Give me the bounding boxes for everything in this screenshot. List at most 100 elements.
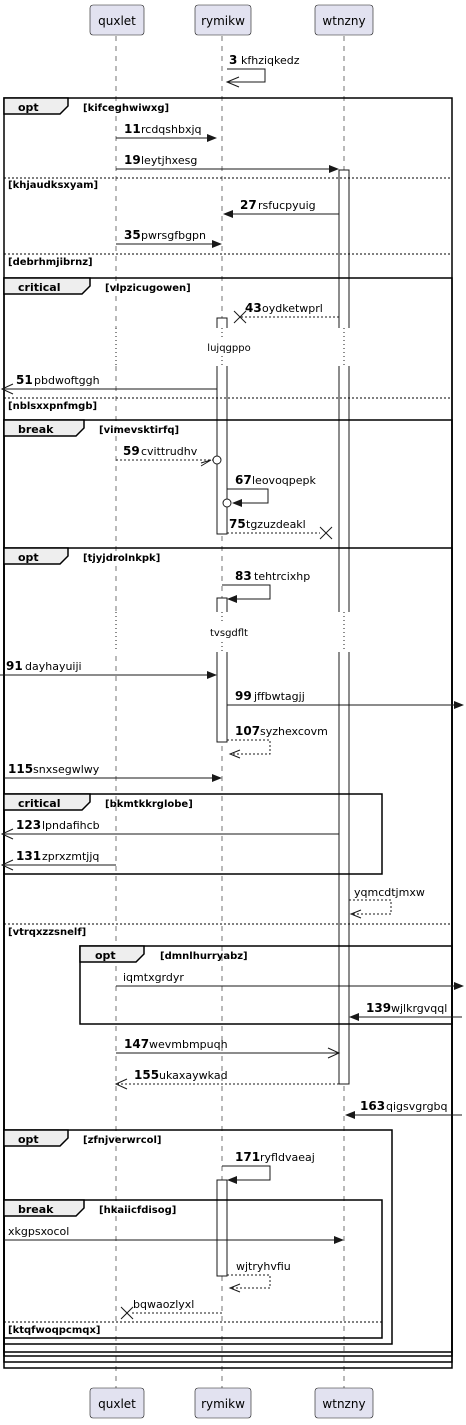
message-bqwaozlyxl[interactable]: bqwaozlyxl bbox=[120, 1298, 222, 1320]
message-label: rsfucpyuig bbox=[258, 199, 316, 212]
else-guard: [vtrqxzzsnelf] bbox=[8, 927, 86, 938]
message-label: wevmbmpuqh bbox=[149, 1038, 228, 1051]
message-131[interactable]: 131 zprxzmtjjq bbox=[0, 849, 116, 871]
message-number: 139 bbox=[366, 1001, 391, 1015]
message-label: syzhexcovm bbox=[260, 725, 328, 738]
fragment-kind: critical bbox=[18, 281, 60, 294]
message-19[interactable]: 19 leytjhxesg bbox=[116, 153, 339, 173]
participant-label: wtnzny bbox=[322, 1397, 365, 1411]
message-83[interactable]: 83 tehtrcixhp bbox=[222, 569, 310, 603]
message-label: ryfldvaeaj bbox=[260, 1151, 315, 1164]
message-label: kfhziqkedz bbox=[241, 54, 300, 67]
fragment-guard: [hkaiicfdisog] bbox=[99, 1205, 176, 1216]
message-number: 99 bbox=[235, 689, 252, 703]
fragment-kind: break bbox=[18, 1203, 54, 1216]
fragment-kind: opt bbox=[18, 551, 39, 564]
fragment-kind: opt bbox=[95, 949, 116, 962]
message-139[interactable]: 139 wjlkrgvqql bbox=[349, 1001, 462, 1021]
message-label: zprxzmtjjq bbox=[42, 850, 99, 863]
divider-label: tvsgdflt bbox=[210, 628, 248, 639]
participant-label: wtnzny bbox=[322, 14, 365, 28]
message-171[interactable]: 171 ryfldvaeaj bbox=[222, 1150, 315, 1184]
message-label: snxsegwlwy bbox=[33, 763, 100, 776]
message-yqmcdtjmxw[interactable]: yqmcdtjmxw bbox=[349, 886, 425, 919]
message-59[interactable]: 59 cvittrudhv bbox=[116, 444, 222, 467]
message-number: 43 bbox=[245, 301, 262, 315]
message-number: 107 bbox=[235, 724, 260, 738]
divider-tvsgdflt: tvsgdflt bbox=[100, 612, 360, 652]
message-number: 147 bbox=[124, 1037, 149, 1051]
fragment-kind: critical bbox=[18, 797, 60, 810]
message-155[interactable]: 155 ukaxaywkad bbox=[114, 1068, 339, 1090]
message-43[interactable]: 43 oydketwprl bbox=[233, 301, 339, 324]
message-label: dayhayuiji bbox=[25, 660, 82, 673]
message-27[interactable]: 27 rsfucpyuig bbox=[223, 198, 339, 218]
participant-wtnzny-top[interactable]: wtnzny bbox=[314, 4, 374, 36]
participant-rymikw-top[interactable]: rymikw bbox=[194, 4, 252, 36]
message-label: wjtryhvfiu bbox=[236, 1260, 291, 1273]
fragment-guard: [dmnlhurryabz] bbox=[160, 951, 248, 962]
message-67[interactable]: 67 leovoqpepk bbox=[222, 473, 317, 508]
participant-quxlet-bottom[interactable]: quxlet bbox=[89, 1387, 145, 1419]
message-99[interactable]: 99 jffbwtagjj bbox=[227, 689, 464, 709]
message-91[interactable]: 91 dayhayuiji bbox=[0, 659, 217, 679]
message-number: 91 bbox=[6, 659, 23, 673]
message-3[interactable]: 3 kfhziqkedz bbox=[225, 53, 300, 88]
message-75[interactable]: 75 tgzuzdeakl bbox=[227, 517, 333, 540]
else-guard: [ktqfwoqpcmqx] bbox=[8, 1325, 100, 1336]
fragment-guard: [zfnjverwrcol] bbox=[83, 1135, 162, 1146]
message-number: 35 bbox=[124, 228, 141, 242]
message-label: rcdqshbxjq bbox=[141, 123, 202, 136]
message-number: 155 bbox=[134, 1068, 159, 1082]
participant-quxlet-top[interactable]: quxlet bbox=[89, 4, 145, 36]
message-number: 163 bbox=[360, 1099, 385, 1113]
participant-wtnzny-bottom[interactable]: wtnzny bbox=[314, 1387, 374, 1419]
message-number: 59 bbox=[123, 444, 140, 458]
activation-rymikw-2 bbox=[216, 597, 228, 743]
message-label: pwrsgfbgpn bbox=[141, 229, 206, 242]
else-guard: [nblsxxpnfmgb] bbox=[8, 401, 97, 412]
message-107[interactable]: 107 syzhexcovm bbox=[227, 724, 328, 759]
message-35[interactable]: 35 pwrsgfbgpn bbox=[116, 228, 222, 248]
message-label: leytjhxesg bbox=[141, 154, 197, 167]
message-11[interactable]: 11 rcdqshbxjq bbox=[116, 122, 217, 142]
message-label: pbdwoftggh bbox=[34, 374, 100, 387]
message-label: leovoqpepk bbox=[252, 474, 317, 487]
message-xkgpsxocol[interactable]: xkgpsxocol bbox=[4, 1225, 344, 1244]
message-label: wjlkrgvqql bbox=[391, 1002, 447, 1015]
message-label: ukaxaywkad bbox=[159, 1069, 228, 1082]
fragment-opt-dmnlhurryabz: opt [dmnlhurryabz] bbox=[79, 945, 453, 1025]
divider-lujqgppo: lujqgppo bbox=[100, 328, 360, 366]
message-label: bqwaozlyxl bbox=[133, 1298, 194, 1311]
activation-rymikw-1 bbox=[216, 317, 228, 535]
fragment-break-hkaiicfdisog: break [hkaiicfdisog] [ktqfwoqpcmqx] bbox=[3, 1199, 383, 1339]
message-163[interactable]: 163 qigsvgrgbq bbox=[345, 1099, 462, 1119]
participant-label: rymikw bbox=[201, 1397, 245, 1411]
message-number: 19 bbox=[124, 153, 141, 167]
fragment-guard: [kifceghwiwxg] bbox=[83, 103, 169, 114]
message-label: lpndafihcb bbox=[42, 819, 100, 832]
else-guard: [khjaudksxyam] bbox=[8, 180, 98, 191]
participant-rymikw-bottom[interactable]: rymikw bbox=[194, 1387, 252, 1419]
message-123[interactable]: 123 lpndafihcb bbox=[0, 818, 339, 840]
message-number: 3 bbox=[229, 53, 237, 67]
message-number: 51 bbox=[16, 373, 33, 387]
fragment-critical-vlpzicugowen: critical [vlpzicugowen] bbox=[3, 277, 453, 1357]
message-wjtryhvfiu[interactable]: wjtryhvfiu bbox=[227, 1260, 291, 1293]
fragment-guard: [bkmtkkrglobe] bbox=[105, 799, 193, 810]
message-51[interactable]: 51 pbdwoftggh bbox=[0, 373, 217, 395]
message-number: 11 bbox=[124, 122, 141, 136]
else-guard: [debrhmjibrnz] bbox=[8, 257, 93, 268]
message-iqmtxgrdyr[interactable]: iqmtxgrdyr bbox=[116, 971, 464, 990]
message-147[interactable]: 147 wevmbmpuqh bbox=[116, 1037, 341, 1059]
message-number: 131 bbox=[16, 849, 41, 863]
message-number: 67 bbox=[235, 473, 252, 487]
message-115[interactable]: 115 snxsegwlwy bbox=[4, 762, 222, 782]
fragment-kind: opt bbox=[18, 101, 39, 114]
participant-label: quxlet bbox=[98, 1397, 136, 1411]
fragment-kind: break bbox=[18, 423, 54, 436]
fragment-guard: [vlpzicugowen] bbox=[105, 283, 191, 294]
message-number: 27 bbox=[240, 198, 257, 212]
message-label: tehtrcixhp bbox=[254, 570, 310, 583]
